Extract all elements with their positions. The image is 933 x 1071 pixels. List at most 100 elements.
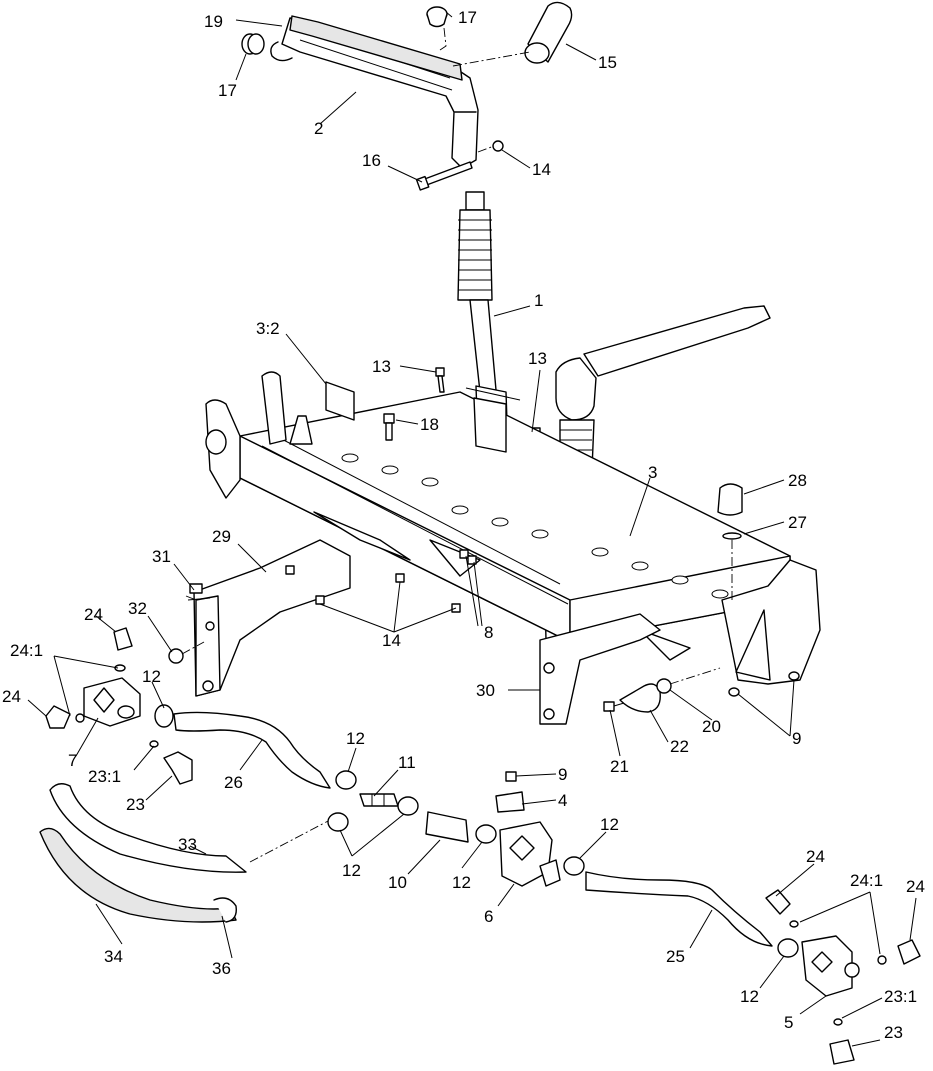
shield-part-34 — [39, 827, 237, 923]
clamp-part-12-right — [777, 938, 799, 958]
clamp-part-12-mid-d — [475, 824, 497, 844]
clamp-part-12-mid-b — [327, 812, 349, 832]
callout-26: 26 — [224, 773, 243, 792]
callout-23-left: 23 — [126, 795, 145, 814]
decal-part-3-2 — [325, 381, 355, 421]
callout-33: 33 — [178, 835, 197, 854]
bolt-part-31 — [187, 583, 211, 601]
callout-36: 36 — [212, 959, 231, 978]
washer-part-27 — [722, 532, 742, 540]
assembly-line-20 — [669, 667, 721, 685]
callout-7: 7 — [68, 751, 77, 770]
assembly-line-31 — [185, 595, 197, 601]
bracket-part-29 — [193, 539, 461, 697]
callout-20: 20 — [702, 717, 721, 736]
elbow-part-23-left — [149, 740, 193, 785]
tube-part-33 — [49, 783, 247, 873]
callout-17-left: 17 — [218, 81, 237, 100]
callout-12-center: 12 — [600, 815, 619, 834]
callout-31: 31 — [152, 547, 171, 566]
callout-23-1-right: 23:1 — [884, 987, 917, 1006]
clamp-part-12-mid-c — [397, 796, 419, 816]
washer-part-20 — [656, 678, 672, 694]
fitting-part-24-left — [45, 705, 85, 729]
callout-29: 29 — [212, 527, 231, 546]
bolt-part-16 — [415, 161, 473, 191]
callout-12-mid-right: 12 — [452, 873, 471, 892]
callout-23-right: 23 — [884, 1023, 903, 1042]
callout-5: 5 — [784, 1013, 793, 1032]
callout-24-right: 24 — [906, 877, 925, 896]
nut-part-14-top — [492, 140, 504, 152]
callout-6: 6 — [484, 907, 493, 926]
hose-part-25 — [585, 871, 773, 947]
callout-24-top-left: 24 — [84, 605, 103, 624]
fitting-part-11 — [359, 793, 399, 807]
callout-11: 11 — [398, 753, 416, 772]
callout-13-right: 13 — [528, 349, 547, 368]
nut-part-9-center — [505, 771, 517, 782]
tube-part-10 — [425, 811, 469, 843]
callout-19: 19 — [204, 12, 223, 31]
callout-3: 3 — [648, 463, 657, 482]
callout-23-1-left: 23:1 — [88, 767, 121, 786]
assembly-line-17 — [439, 27, 447, 51]
fitting-part-23-right — [829, 1018, 855, 1065]
callout-32: 32 — [128, 599, 147, 618]
callout-4: 4 — [558, 791, 567, 810]
clamp-part-22 — [619, 683, 661, 713]
bolt-part-13-left — [435, 367, 445, 393]
frame-part-3 — [205, 371, 821, 685]
assembly-line-33 — [249, 819, 331, 863]
callout-18: 18 — [420, 415, 439, 434]
callout-1: 1 — [534, 291, 543, 310]
callout-9-center: 9 — [558, 765, 567, 784]
callout-3-2: 3:2 — [256, 319, 280, 338]
hose-part-26 — [173, 711, 331, 789]
bracket-part-30 — [539, 613, 661, 725]
column-bracket — [473, 397, 507, 453]
callout-14-top: 14 — [532, 160, 551, 179]
grip-part-19 — [289, 15, 463, 81]
callout-12-mid-bottom: 12 — [342, 861, 361, 880]
clamp-part-12-center — [563, 856, 585, 876]
callout-2: 2 — [314, 119, 323, 138]
callout-13-left: 13 — [372, 357, 391, 376]
callout-22: 22 — [670, 737, 689, 756]
callout-30: 30 — [476, 681, 495, 700]
nut-part-32 — [168, 648, 184, 664]
callout-12-mid-top: 12 — [346, 729, 365, 748]
fitting-part-24-right-top — [765, 889, 799, 928]
callout-12-right: 12 — [740, 987, 759, 1006]
grip-part-15 — [524, 1, 573, 64]
bolt-part-21 — [603, 701, 625, 712]
cap-part-17-left — [241, 33, 265, 55]
clip-part-8 — [459, 549, 477, 565]
callout-21: 21 — [610, 757, 629, 776]
bracket-part-4 — [495, 791, 525, 813]
clamp-part-12-valve-left — [154, 704, 174, 728]
assembly-line-32 — [181, 641, 205, 655]
callout-14-bottom: 14 — [382, 631, 401, 650]
callout-28: 28 — [788, 471, 807, 490]
valve-part-5 — [801, 935, 860, 997]
valve-part-7 — [83, 677, 141, 727]
callout-24-right-top: 24 — [806, 847, 825, 866]
callout-34: 34 — [104, 947, 123, 966]
assembly-line-14 — [477, 145, 495, 153]
leader-lines — [27, 11, 917, 1047]
callout-25: 25 — [666, 947, 685, 966]
callout-12-valve-left: 12 — [142, 667, 161, 686]
callout-16: 16 — [362, 151, 381, 170]
callout-9-frame: 9 — [792, 729, 801, 748]
bolt-part-18 — [383, 413, 395, 441]
callout-15: 15 — [598, 53, 617, 72]
clamp-part-12-mid-a — [335, 770, 357, 790]
assembly-line-15 — [452, 51, 531, 67]
clip-part-36 — [213, 897, 237, 923]
callout-labels: 19 17 17 15 2 16 14 1 3:2 13 13 18 3 28 … — [2, 8, 925, 1042]
bumper-part-28 — [717, 483, 743, 516]
callout-24-left: 24 — [2, 687, 21, 706]
callout-24-1-right: 24:1 — [850, 871, 883, 890]
